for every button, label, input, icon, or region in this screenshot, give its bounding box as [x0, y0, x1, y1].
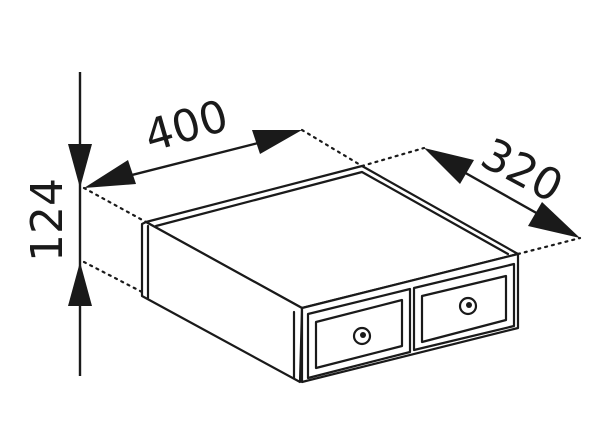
dimension-width: 400: [84, 90, 302, 188]
drawer-left-panel: [314, 298, 404, 370]
cabinet: [140, 164, 520, 384]
height-label: 124: [22, 178, 73, 262]
drawer-right-panel: [420, 274, 508, 344]
width-dimension-line: [111, 136, 279, 182]
extension-line-top-back: [300, 128, 364, 168]
extension-line-depth-back: [360, 146, 426, 168]
cabinet-top-bevel: [154, 170, 510, 256]
depth-label: 320: [473, 129, 571, 213]
height-arrowhead-bottom-icon: [68, 262, 92, 306]
width-arrowhead-right-icon: [252, 130, 302, 154]
dimension-height: 124: [22, 72, 92, 376]
drawer-left-knob-center: [360, 332, 366, 338]
depth-arrowhead-top-icon: [424, 148, 474, 184]
depth-arrowhead-bottom-icon: [528, 202, 580, 238]
extension-lines: [82, 128, 582, 294]
extension-line-top-left: [82, 186, 148, 224]
extension-line-depth-front: [516, 236, 582, 256]
height-arrowhead-top-icon: [68, 144, 92, 188]
extension-line-bottom-left: [82, 260, 144, 294]
width-arrowhead-left-icon: [84, 160, 136, 188]
drawer-right-knob-center: [466, 302, 472, 308]
